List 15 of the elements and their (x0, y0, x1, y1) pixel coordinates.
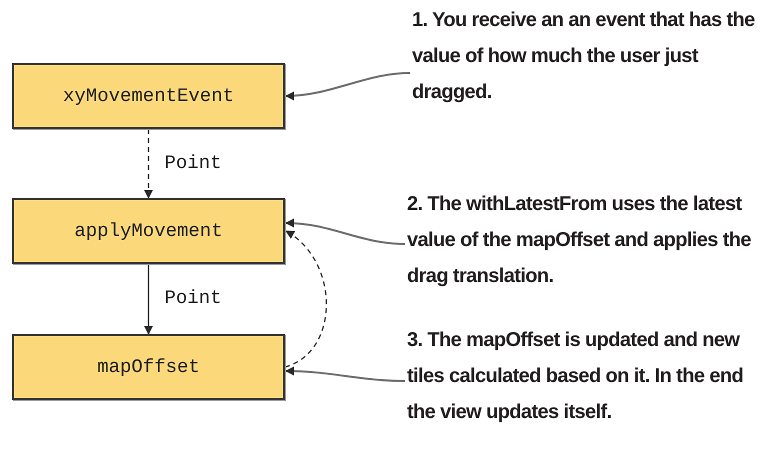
process-box (12, 334, 285, 400)
annotation-text: 3. The mapOffset is updated and new tiles calculated based on it. In the end the view updates itself. (407, 322, 769, 430)
process-box (12, 63, 285, 129)
leader-arrow (285, 72, 410, 100)
box-label: mapOffset (97, 356, 200, 378)
arrow (144, 264, 153, 335)
leader-arrow (285, 366, 406, 382)
arrow (144, 129, 153, 199)
box-label: applyMovement (74, 220, 223, 242)
process-box (12, 198, 285, 264)
leader-arrow (285, 218, 406, 245)
annotation-text: 1. You receive an an event that has the value of how much the user just dragged. (412, 2, 768, 110)
annotation-text: 2. The withLatestFrom uses the latest value of the mapOffset and applies the drag translation. (407, 186, 769, 294)
arrow (284, 230, 327, 368)
box-label: xyMovementEvent (62, 85, 234, 107)
